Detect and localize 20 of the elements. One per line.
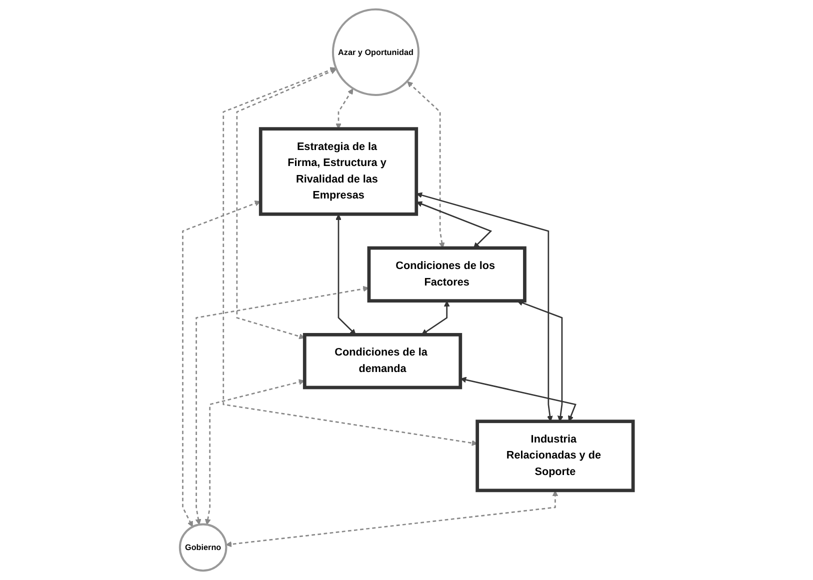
node-box: Condiciones de la demanda <box>302 333 462 390</box>
node-circle: Gobierno <box>178 523 228 572</box>
arrow <box>336 214 356 335</box>
arrow <box>421 300 450 335</box>
arrow <box>226 490 558 548</box>
node-box: Estrategia de la Firma, Estructura y Rivalidad de las Empresas <box>258 127 418 216</box>
arrow <box>460 376 576 422</box>
arrow <box>407 81 445 248</box>
arrow <box>416 192 553 422</box>
arrow <box>336 88 354 130</box>
arrow <box>204 379 305 525</box>
arrow <box>222 67 478 446</box>
node-circle: Azar y Oportunidad <box>332 8 420 96</box>
arrow <box>416 201 492 248</box>
arrow <box>236 68 336 340</box>
arrow <box>516 300 564 422</box>
node-box: Condiciones de los Factores <box>367 246 526 303</box>
node-box: Industria Relacionadas y de Soporte <box>476 420 635 492</box>
arrow <box>195 286 369 525</box>
arrow <box>182 200 261 528</box>
